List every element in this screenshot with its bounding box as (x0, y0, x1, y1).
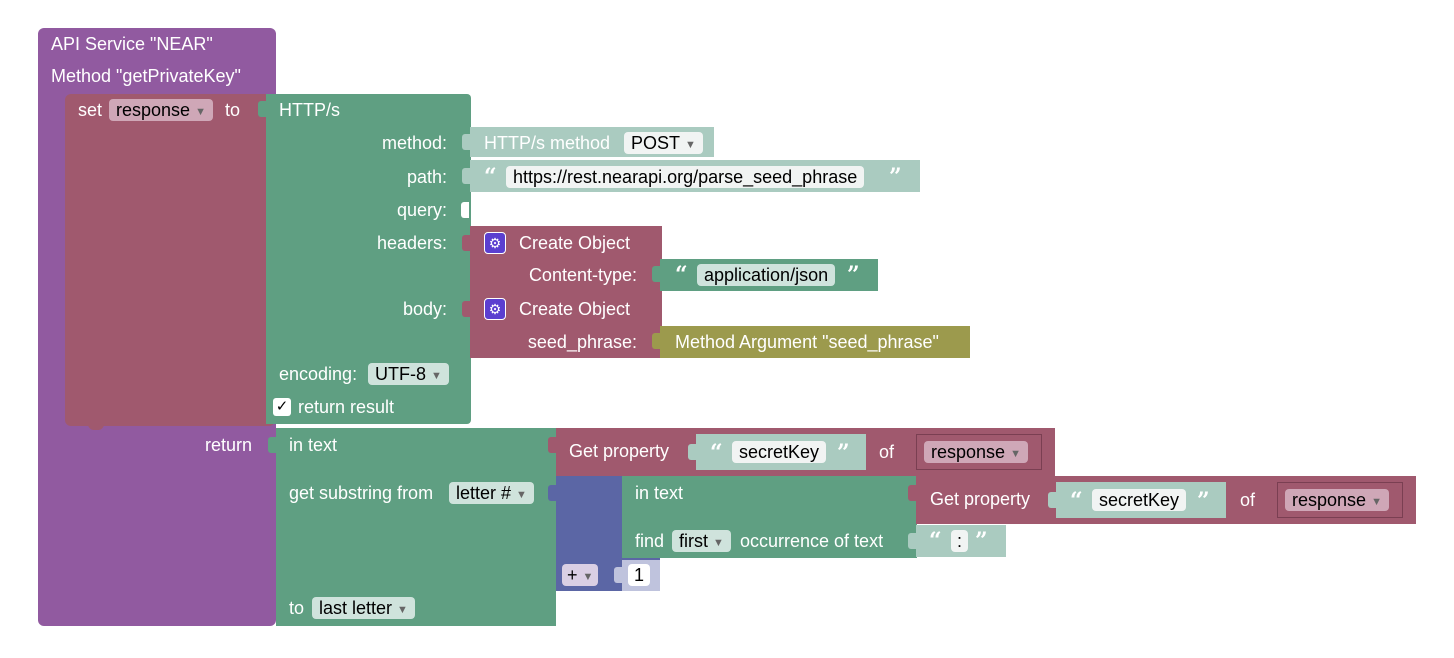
input-connector (268, 437, 276, 453)
search-text-input[interactable]: : (951, 530, 969, 552)
in-text-label: in text (289, 435, 338, 455)
method-label: Method "getPrivateKey" (51, 66, 241, 86)
http-method-label: HTTP/s method (484, 133, 611, 153)
input-connector (548, 437, 556, 453)
query-socket[interactable] (461, 202, 469, 218)
headers-field-label: headers: (376, 233, 447, 253)
quote-open-icon: “ (929, 528, 942, 554)
get-substring-label: get substring from (289, 483, 434, 503)
variable-dropdown[interactable]: response▼ (1285, 489, 1389, 511)
to-label: to (225, 100, 241, 120)
body-field-label: body: (402, 299, 447, 319)
variable-dropdown[interactable]: response▼ (109, 99, 213, 121)
substring-from-dropdown[interactable]: letter #▼ (449, 482, 534, 504)
occurrence-label: occurrence of text (740, 531, 884, 551)
input-connector (1048, 492, 1056, 508)
property-text-input[interactable]: secretKey (732, 441, 827, 463)
property-text-input[interactable]: secretKey (1092, 489, 1187, 511)
return-label: return (204, 435, 252, 455)
chevron-down-icon: ▼ (1010, 448, 1021, 460)
input-connector (688, 444, 696, 460)
return-result-checkbox[interactable]: ✓ (273, 398, 291, 416)
input-connector (908, 533, 916, 549)
occurrence-dropdown[interactable]: first▼ (672, 530, 731, 552)
encoding-dropdown[interactable]: UTF-8▼ (368, 363, 449, 385)
number-input[interactable]: 1 (628, 564, 651, 586)
api-service-label: API Service "NEAR" (51, 34, 213, 54)
get-substring-block[interactable] (276, 428, 556, 626)
content-type-key: Content-type: (528, 265, 637, 285)
input-connector (908, 485, 916, 501)
set-label: set (78, 100, 103, 120)
path-field-label: path: (406, 167, 447, 187)
block-notch (88, 424, 104, 430)
quote-open-icon: “ (710, 440, 723, 466)
chevron-down-icon: ▼ (431, 370, 442, 382)
method-field-label: method: (381, 133, 447, 153)
find-occurrence-block[interactable] (622, 476, 917, 558)
in-text-label: in text (635, 483, 684, 503)
get-property-label: Get property (569, 441, 670, 461)
quote-close-icon: ” (889, 164, 902, 190)
quote-close-icon: ” (975, 528, 988, 554)
chevron-down-icon: ▼ (397, 604, 408, 616)
input-connector (462, 134, 470, 150)
input-connector (652, 333, 660, 349)
seed-phrase-key: seed_phrase: (527, 332, 637, 352)
chevron-down-icon: ▼ (516, 489, 527, 501)
of-label: of (1240, 490, 1256, 510)
quote-close-icon: ” (847, 262, 860, 288)
input-connector (652, 266, 660, 282)
chevron-down-icon: ▼ (713, 537, 724, 549)
get-property-label: Get property (930, 489, 1031, 509)
quote-open-icon: “ (1070, 488, 1083, 514)
encoding-field-label: encoding: (279, 364, 358, 384)
chevron-down-icon: ▼ (685, 139, 696, 151)
query-field-label: query: (396, 200, 447, 220)
http-method-dropdown[interactable]: POST▼ (624, 132, 703, 154)
input-connector (548, 485, 556, 501)
variable-dropdown[interactable]: response▼ (924, 441, 1028, 463)
input-connector (1269, 492, 1277, 508)
input-connector (614, 567, 622, 583)
input-connector (908, 444, 916, 460)
method-argument-block[interactable] (660, 326, 970, 358)
substring-to-label: to (289, 598, 305, 618)
gear-icon[interactable]: ⚙ (484, 232, 506, 254)
chevron-down-icon: ▼ (1371, 496, 1382, 508)
input-connector (462, 235, 470, 251)
set-variable-block[interactable] (65, 94, 275, 426)
path-text-input[interactable]: https://rest.nearapi.org/parse_seed_phra… (506, 166, 865, 188)
create-object-title: Create Object (519, 233, 631, 253)
create-object-title: Create Object (519, 299, 631, 319)
input-connector (462, 168, 470, 184)
quote-open-icon: “ (675, 262, 688, 288)
quote-open-icon: “ (484, 164, 497, 190)
quote-close-icon: ” (1197, 488, 1210, 514)
input-connector (258, 101, 266, 117)
of-label: of (879, 442, 895, 462)
chevron-down-icon: ▼ (582, 571, 594, 583)
method-argument-label: Method Argument "seed_phrase" (675, 332, 939, 352)
content-type-text-input[interactable]: application/json (697, 264, 836, 286)
input-connector (462, 301, 470, 317)
gear-icon[interactable]: ⚙ (484, 298, 506, 320)
quote-close-icon: ” (837, 440, 850, 466)
substring-to-dropdown[interactable]: last letter▼ (312, 597, 415, 619)
input-connector (614, 485, 622, 501)
http-title: HTTP/s (279, 100, 340, 120)
find-label: find (635, 531, 665, 551)
return-result-label: return result (298, 397, 395, 417)
math-operator-dropdown[interactable]: +▼ (562, 564, 599, 586)
chevron-down-icon: ▼ (195, 106, 206, 118)
